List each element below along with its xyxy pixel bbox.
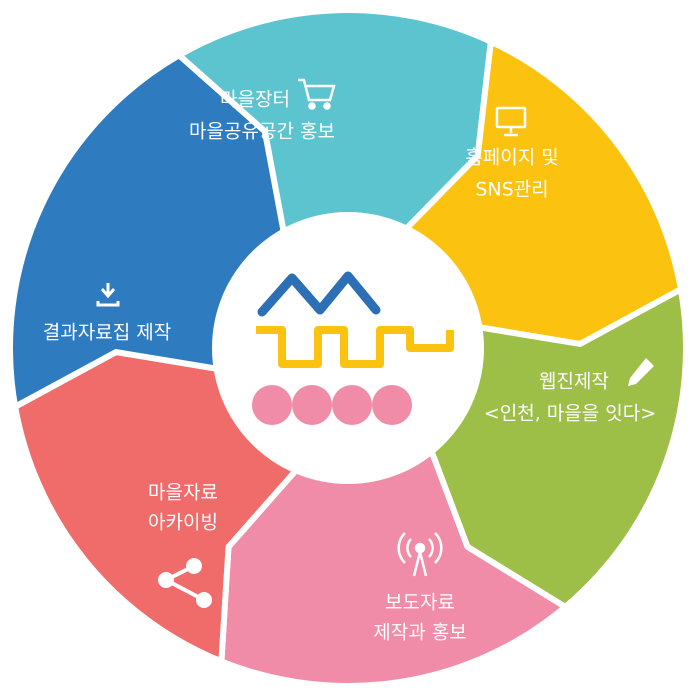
monitor-icon — [495, 106, 527, 137]
press-label-2: 제작과 홍보 — [373, 622, 466, 644]
broadcast-icon — [397, 532, 443, 577]
logo-dot-1 — [252, 385, 292, 425]
cart-icon — [298, 78, 336, 110]
report-label-1: 결과자료집 제작 — [43, 322, 171, 344]
market-label-1: 마을장터 — [220, 89, 290, 111]
share-icon — [158, 558, 212, 608]
market-label-2: 마을공유공간 홍보 — [189, 121, 335, 143]
webzine-label-1: 웹진제작 — [539, 371, 609, 393]
logo-dot-4 — [372, 385, 412, 425]
webzine-label-2: <인천, 마을을 잇다> — [484, 403, 656, 425]
center-logo — [252, 271, 454, 425]
logo-yellow-line — [256, 326, 454, 368]
logo-blue-waves — [257, 271, 381, 317]
logo-dot-3 — [332, 385, 372, 425]
homepage-label-2: SNS관리 — [475, 179, 548, 201]
homepage-label-1: 홈페이지 및 — [465, 147, 558, 169]
segment-labels: 마을장터 마을공유공간 홍보 홈페이지 및 SNS관리 웹진제작 <인천, 마을… — [43, 89, 656, 644]
pencil-icon — [628, 358, 654, 386]
press-label-1: 보도자료 — [385, 592, 455, 614]
archive-label-1: 마을자료 — [148, 482, 218, 504]
logo-dot-2 — [292, 385, 332, 425]
archive-label-2: 아카이빙 — [148, 512, 218, 534]
download-icon — [96, 283, 120, 307]
